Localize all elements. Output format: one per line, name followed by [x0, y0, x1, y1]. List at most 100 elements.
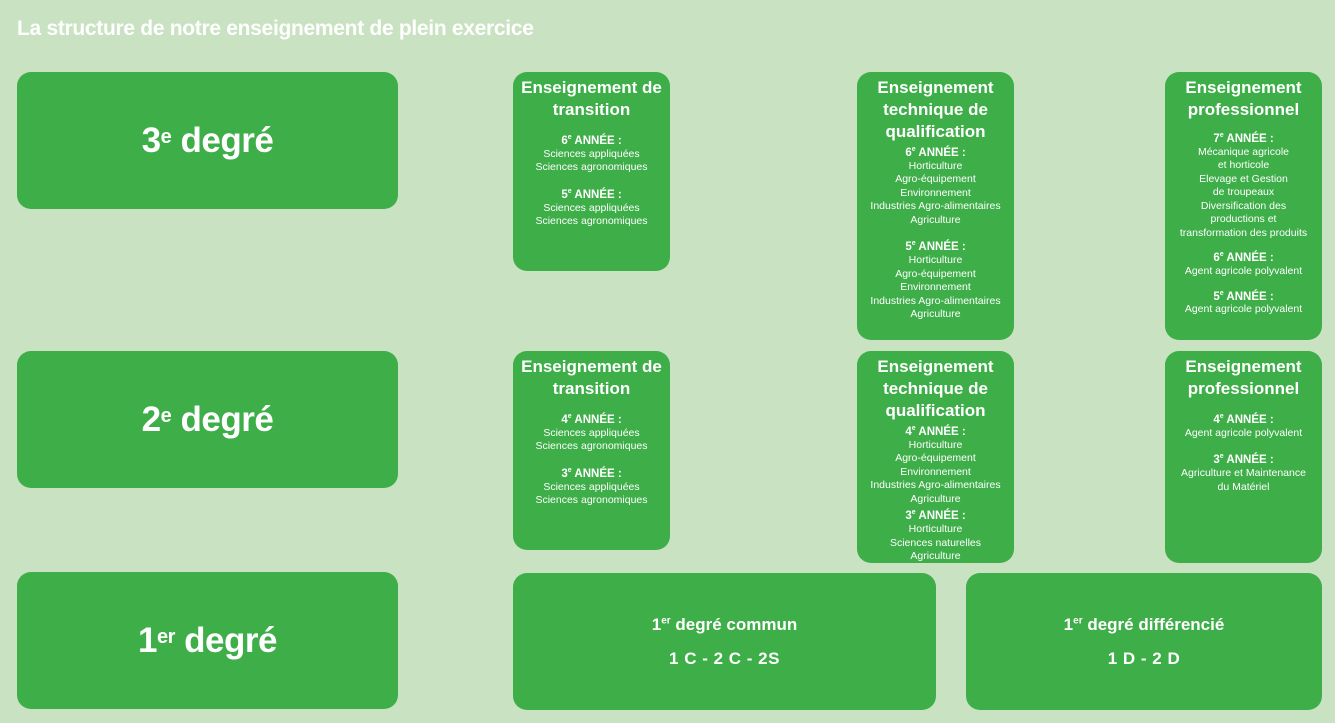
degree-3-sup: e [160, 125, 172, 148]
program-item: Sciences agronomiques [535, 215, 648, 228]
program-item: Horticulture [908, 159, 963, 172]
degree-3-label: degré [180, 120, 274, 160]
year-heading: 7e ANNÉE : [1165, 129, 1322, 146]
program-item: Agent agricole polyvalent [1184, 265, 1303, 278]
year-heading: 3e ANNÉE : [857, 506, 1014, 523]
program-item: Agent agricole polyvalent [1184, 303, 1303, 316]
year-number: 4 [1213, 413, 1220, 426]
year-heading: 3e ANNÉE : [1165, 450, 1322, 467]
program-item: Environnement [900, 281, 971, 294]
first-differencie-title: 1er degré différencié [1064, 615, 1225, 635]
year-label: ANNÉE : [918, 146, 966, 159]
year-label: ANNÉE : [1226, 290, 1274, 303]
year-heading: 4e ANNÉE : [513, 410, 670, 427]
year-label: ANNÉE : [574, 188, 622, 201]
program-item: Elevage et Gestion [1199, 172, 1288, 185]
program-item: Agriculture [910, 492, 961, 505]
first-commun-sup: er [661, 614, 671, 626]
program-item: Mécanique agricole [1197, 145, 1290, 158]
year-heading: 3e ANNÉE : [513, 464, 670, 481]
degree-2-sup: e [160, 404, 172, 427]
program-item: Sciences agronomiques [535, 161, 648, 174]
year-heading: 4e ANNÉE : [1165, 410, 1322, 427]
year-label: ANNÉE : [1226, 413, 1274, 426]
year-number: 3 [561, 467, 568, 480]
program-item: et horticole [1217, 159, 1270, 172]
program-item: de troupeaux [1212, 186, 1275, 199]
year-suffix: e [1219, 289, 1224, 297]
year-number: 6 [1213, 252, 1220, 265]
year-heading: 5e ANNÉE : [857, 237, 1014, 254]
degree-3-num: 3 [141, 120, 161, 160]
first-differencie-num: 1 [1063, 614, 1074, 634]
card-title: Enseignement de transition [521, 357, 662, 398]
program-item: Industries Agro-alimentaires [870, 294, 1001, 307]
year-number: 5 [561, 188, 568, 201]
year-number: 6 [905, 146, 912, 159]
program-item: Environnement [900, 465, 971, 478]
year-suffix: e [567, 134, 572, 141]
first-differencie-sub: 1 D - 2 D [1107, 648, 1181, 668]
first-commun-sub: 1 C - 2 C - 2S [669, 648, 780, 668]
degree-2-num: 2 [141, 399, 161, 439]
year-number: 4 [905, 425, 912, 438]
card-title: Enseignement technique de qualification [877, 357, 994, 420]
program-item: Sciences appliquées [543, 147, 640, 160]
card-title: Enseignement professionnel [1185, 357, 1302, 398]
year-label: ANNÉE : [1226, 252, 1274, 265]
year-number: 3 [1213, 454, 1220, 467]
year-heading: 5e ANNÉE : [513, 185, 670, 202]
year-number: 4 [561, 413, 568, 426]
degree-1-num: 1 [138, 620, 157, 660]
first-commun-num: 1 [651, 614, 662, 634]
year-label: ANNÉE : [1226, 132, 1274, 145]
card-title: Enseignement de transition [521, 78, 662, 119]
page-title: La structure de notre enseignement de pl… [17, 17, 534, 40]
program-item: Sciences naturelles [889, 536, 982, 549]
year-suffix: e [911, 509, 916, 517]
first-differencie-box: 1er degré différencié 1 D - 2 D [966, 573, 1322, 710]
program-item: Agro-équipement [895, 452, 976, 465]
year-suffix: e [1219, 251, 1224, 259]
program-item: Sciences appliquées [543, 201, 640, 214]
year-number: 5 [1213, 290, 1220, 303]
program-item: Agent agricole polyvalent [1184, 426, 1303, 439]
first-commun-label: degré commun [675, 614, 798, 634]
year-heading: 4e ANNÉE : [857, 422, 1014, 439]
year-section: 5e ANNÉE :Agent agricole polyvalent [1165, 287, 1322, 317]
program-item: Agriculture et Maintenance [1181, 467, 1306, 480]
first-differencie-sup: er [1073, 614, 1083, 626]
year-suffix: e [1219, 413, 1224, 420]
year-label: ANNÉE : [918, 510, 966, 523]
year-suffix: e [911, 240, 916, 248]
program-item: Industries Agro-alimentaires [870, 479, 1001, 492]
card-title: Enseignement professionnel [1185, 78, 1302, 119]
program-item: productions et [1210, 213, 1277, 226]
degree-1-sup: er [157, 625, 175, 648]
degree-1-label: degré [184, 620, 277, 660]
program-item: Sciences agronomiques [535, 440, 648, 453]
year-suffix: e [1219, 453, 1224, 461]
year-heading: 6e ANNÉE : [513, 131, 670, 148]
year-number: 3 [905, 510, 912, 523]
year-suffix: e [911, 425, 916, 432]
program-item: du Matériel [1217, 480, 1270, 493]
year-number: 6 [561, 134, 568, 147]
program-item: Sciences agronomiques [535, 494, 648, 507]
program-item: Sciences appliquées [543, 480, 640, 493]
year-suffix: e [1219, 132, 1224, 139]
